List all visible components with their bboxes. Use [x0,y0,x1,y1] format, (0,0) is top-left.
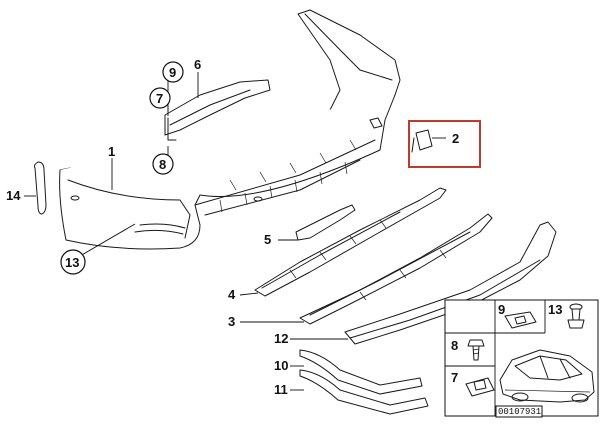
callouts: 1 2 3 4 5 6 12 10 11 14 9 7 8 13 [6,57,459,397]
callout-11: 11 [274,382,288,397]
inset-label-7: 7 [451,370,458,385]
strip-part-4 [254,187,447,297]
highlight-box-part-2 [408,120,481,168]
inset-label-9: 9 [498,302,505,317]
bumper-cover [59,9,401,250]
reference-box [495,405,543,418]
callout-13: 13 [65,255,79,270]
callout-circle-13 [60,249,86,275]
inset-label-13: 13 [548,302,562,317]
callout-10: 10 [274,358,288,373]
callout-5: 5 [264,232,271,247]
callout-4: 4 [228,287,236,302]
callout-3: 3 [228,314,235,329]
callout-circle-7 [149,87,171,109]
callout-14: 14 [6,188,21,203]
screw-8-icon [467,339,485,361]
clip-7-icon [465,377,495,397]
strip-part-10 [299,349,423,395]
callout-12: 12 [274,331,288,346]
leader-lines [24,72,446,391]
inset-label-8: 8 [451,338,458,353]
inset-panel: 9 13 8 7 [444,299,599,418]
screw-13-icon [567,303,585,329]
callout-7: 7 [156,91,163,106]
strip-part-11 [299,369,429,415]
strip-part-3 [299,213,493,325]
callout-1: 1 [108,144,115,159]
bracket-part-6 [164,79,271,141]
callout-9: 9 [169,65,176,80]
callout-8: 8 [159,157,166,172]
clip-part-2 [411,129,433,153]
callout-2: 2 [452,131,459,146]
clip-9-icon [504,311,537,329]
reference-number: 00107931 [498,407,541,417]
trim-part-5 [295,204,356,241]
side-trim-part-14 [33,161,47,215]
car-silhouette-icon [499,349,595,403]
callout-6: 6 [194,57,201,72]
callout-circle-9 [162,61,184,83]
callout-circle-8 [152,153,174,175]
